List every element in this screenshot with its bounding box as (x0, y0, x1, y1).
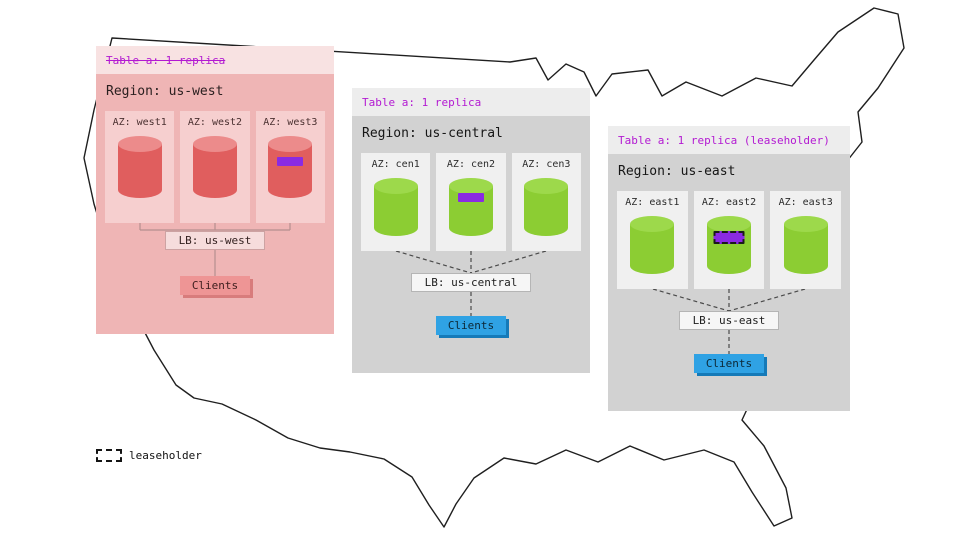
region-card-us-west: Table a: 1 replica Region: us-west AZ: w… (96, 46, 334, 334)
az-box-cen1: AZ: cen1 (361, 153, 431, 251)
database-cylinder-icon (630, 216, 675, 274)
region-title: Region: us-west (106, 84, 224, 99)
legend: leaseholder (96, 449, 202, 462)
connector-lines (652, 289, 806, 311)
database-cylinder-icon (192, 136, 237, 198)
az-label: AZ: west3 (263, 117, 318, 128)
region-card-us-central: Table a: 1 replica Region: us-central AZ… (352, 88, 590, 373)
az-label: AZ: cen1 (371, 159, 420, 170)
clients-box: Clients (179, 276, 251, 295)
range-marker (457, 193, 484, 202)
database-cylinder-icon (268, 136, 313, 198)
region-title: Region: us-central (362, 126, 503, 141)
range-marker (277, 157, 304, 166)
database-cylinder-icon (117, 136, 162, 198)
region-card-us-east: Table a: 1 replica (leaseholder) Region:… (608, 126, 850, 411)
load-balancer-box: LB: us-central (410, 273, 532, 292)
table-banner: Table a: 1 replica (352, 88, 590, 116)
az-label: AZ: east1 (625, 197, 680, 208)
region-title: Region: us-east (618, 164, 736, 179)
table-banner: Table a: 1 replica (96, 46, 334, 74)
az-box-east2: AZ: east2 (693, 191, 765, 289)
table-label: Table a: 1 replica (leaseholder) (618, 133, 830, 147)
leaseholder-swatch-icon (96, 449, 122, 462)
az-box-cen2: AZ: cen2 (436, 153, 506, 251)
load-balancer-box: LB: us-east (678, 311, 780, 330)
az-label: AZ: west2 (187, 117, 243, 128)
az-label: AZ: cen2 (446, 159, 496, 170)
az-row: AZ: cen1 AZ: cen2 AZ: cen3 (361, 153, 581, 251)
az-row: AZ: east1 AZ: east2 AZ: east3 (617, 191, 842, 289)
database-cylinder-icon (373, 178, 418, 236)
az-label: AZ: east3 (778, 197, 833, 208)
legend-label: leaseholder (129, 449, 202, 462)
table-label: Table a: 1 replica (362, 95, 482, 109)
connector-line (214, 250, 216, 276)
database-cylinder-icon (524, 178, 569, 236)
clients-box: Clients (693, 354, 765, 373)
connector-lines (139, 223, 291, 231)
connector-line (470, 292, 472, 316)
az-box-cen3: AZ: cen3 (511, 153, 581, 251)
connector-lines (395, 251, 547, 273)
az-label: AZ: west1 (112, 117, 167, 128)
az-box-east1: AZ: east1 (617, 191, 688, 289)
database-cylinder-icon (783, 216, 828, 274)
leaseholder-range-marker (713, 231, 745, 244)
load-balancer-box: LB: us-west (164, 231, 266, 250)
az-box-west3: AZ: west3 (255, 111, 325, 223)
table-label: Table a: 1 replica (106, 53, 226, 67)
az-label: AZ: east2 (701, 197, 757, 208)
az-box-west2: AZ: west2 (180, 111, 250, 223)
clients-box: Clients (435, 316, 507, 335)
az-label: AZ: cen3 (522, 159, 571, 170)
az-box-west1: AZ: west1 (105, 111, 175, 223)
az-box-east3: AZ: east3 (770, 191, 842, 289)
az-row: AZ: west1 AZ: west2 AZ: west3 (105, 111, 325, 223)
connector-line (728, 330, 730, 354)
table-banner: Table a: 1 replica (leaseholder) (608, 126, 850, 154)
database-cylinder-icon (448, 178, 493, 236)
database-cylinder-icon (707, 216, 751, 274)
